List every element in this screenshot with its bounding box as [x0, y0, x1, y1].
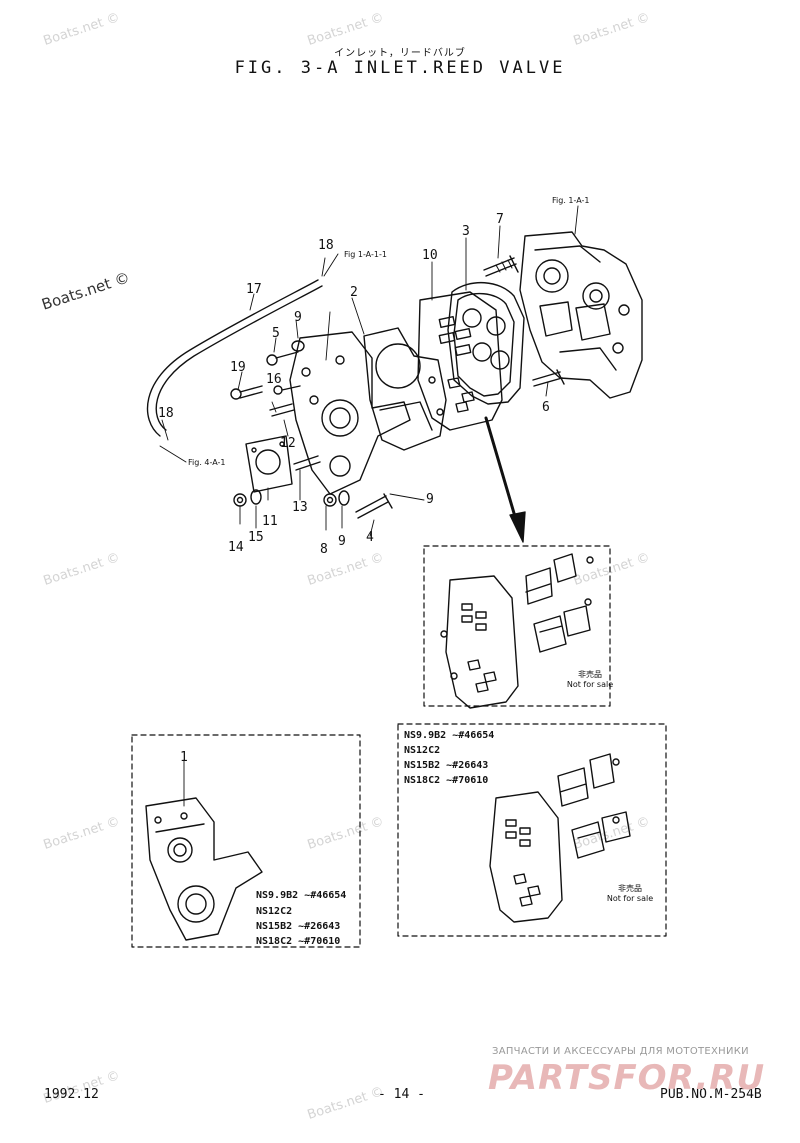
- part-label-5: 5: [272, 326, 280, 341]
- not-for-sale-note: 非売品 Not for sale: [598, 884, 662, 904]
- ref-fig-1-a-1-1: Fig 1-A-1-1: [344, 250, 387, 259]
- footer-publication-number: PUB.NO.M-254B: [660, 1087, 762, 1102]
- detail-box-reed-old: [397, 723, 667, 937]
- model-list-row: NS15B2 ~#26643: [256, 921, 341, 932]
- part-label-1: 1: [180, 750, 188, 765]
- reed-plate-10: [417, 291, 503, 431]
- bolt-5: [266, 354, 278, 366]
- part-label-9: 9: [338, 534, 346, 549]
- model-list-row: NS18C2 ~#70610: [404, 775, 489, 786]
- bolt-19: [230, 388, 242, 400]
- gasket-11: [245, 435, 293, 493]
- not-for-sale-jp: 非売品: [618, 884, 642, 893]
- ref-fig-4-a-1: Fig. 4-A-1: [188, 458, 226, 467]
- part-label-11: 11: [262, 514, 278, 529]
- gasket-3: [447, 281, 525, 405]
- part-label-18: 18: [158, 406, 174, 421]
- part-label-10: 10: [422, 248, 438, 263]
- fitting-16: [273, 385, 283, 395]
- stud-12: [269, 403, 295, 417]
- part-label-18: 18: [318, 238, 334, 253]
- part-label-19: 19: [230, 360, 246, 375]
- part-label-16: 16: [266, 372, 282, 387]
- part-label-14: 14: [228, 540, 244, 555]
- part-label-7: 7: [496, 212, 504, 227]
- part-label-8: 8: [320, 542, 328, 557]
- not-for-sale-jp: 非売品: [578, 670, 602, 679]
- part-label-9: 9: [426, 492, 434, 507]
- part-label-12: 12: [280, 436, 296, 451]
- washer-9a: [291, 340, 305, 352]
- part-label-6: 6: [542, 400, 550, 415]
- not-for-sale-en: Not for sale: [566, 680, 614, 689]
- part-label-3: 3: [462, 224, 470, 239]
- washer-15: [250, 489, 262, 505]
- not-for-sale-note: 非売品 Not for sale: [560, 670, 620, 690]
- nut-8: [323, 493, 337, 507]
- shop-tagline: ЗАПЧАСТИ И АКСЕССУАРЫ ДЛЯ МОТОТЕХНИКИ: [492, 1046, 749, 1057]
- leader-lines: [159, 205, 579, 537]
- footer-date: 1992.12: [44, 1087, 99, 1102]
- washer-9b: [338, 490, 350, 506]
- crankcase-illustration: [519, 231, 643, 399]
- stud-13: [293, 455, 321, 471]
- detail-box-reed: [423, 545, 611, 707]
- model-list-row: NS18C2 ~#70610: [256, 936, 341, 947]
- model-list-row: NS12C2: [404, 745, 441, 756]
- shop-logo: PARTSFOR.RU: [488, 1058, 766, 1098]
- part-label-4: 4: [366, 530, 374, 545]
- intake-manifold-1: [289, 331, 411, 495]
- hose-17: [146, 279, 319, 437]
- part-label-15: 15: [248, 530, 264, 545]
- model-list-row: NS9.9B2 ~#46654: [404, 730, 495, 741]
- old-manifold-illustration: [145, 797, 263, 941]
- nut-14: [233, 493, 247, 507]
- bolt-4: [355, 493, 393, 519]
- gasket-2: [363, 327, 447, 451]
- not-for-sale-en: Not for sale: [606, 894, 654, 903]
- part-label-17: 17: [246, 282, 262, 297]
- footer-page-number: - 14 -: [378, 1087, 425, 1102]
- model-list-row: NS12C2: [256, 906, 293, 917]
- model-list-row: NS15B2 ~#26643: [404, 760, 489, 771]
- model-list-row: NS9.9B2 ~#46654: [256, 890, 347, 901]
- japanese-title: インレット，リードバルブ: [334, 48, 466, 59]
- stud-bolt-7: [483, 255, 519, 277]
- ref-fig-1-a-1: Fig. 1-A-1: [552, 196, 590, 205]
- part-label-2: 2: [350, 285, 358, 300]
- figure-title: FIG. 3-A INLET.REED VALVE: [234, 58, 566, 78]
- detail-box-manifold: [131, 734, 361, 948]
- part-label-9: 9: [294, 310, 302, 325]
- part-label-13: 13: [292, 500, 308, 515]
